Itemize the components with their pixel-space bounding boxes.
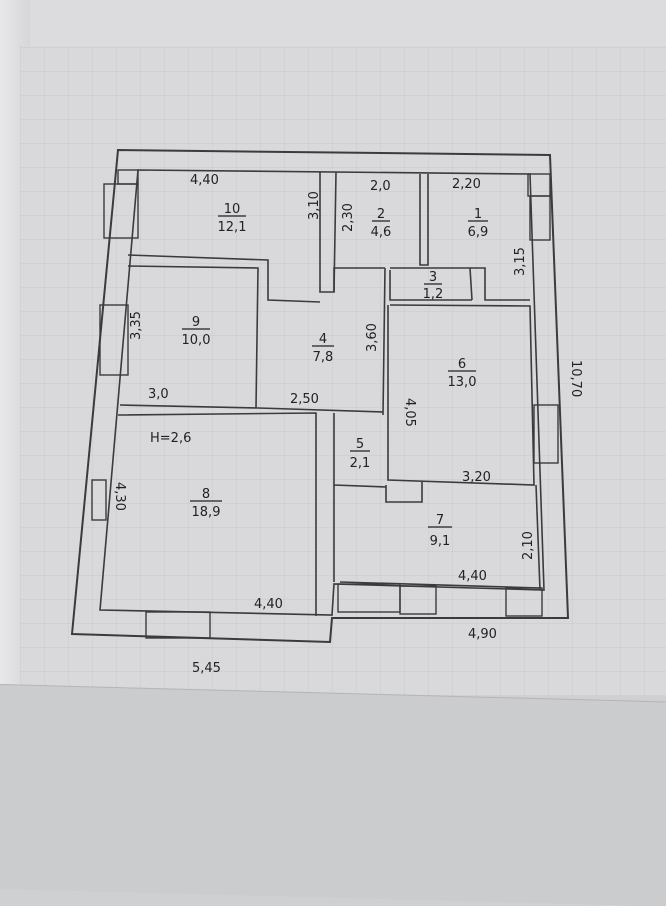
door-6-7 — [385, 482, 423, 503]
wall-2-bottom — [333, 267, 385, 292]
wall-7-bottom — [339, 581, 541, 589]
room-9-label: 9 10,0 — [182, 315, 211, 348]
wall-10-2 — [319, 171, 337, 293]
room-5-label: 5 2,1 — [350, 437, 371, 471]
room-area: 1,2 — [423, 287, 444, 302]
room-number: 2 — [377, 207, 385, 222]
window-left-upper — [103, 183, 139, 239]
window-top-left — [117, 169, 139, 185]
window-left-lower — [91, 479, 107, 521]
room-number: 7 — [436, 513, 444, 528]
wall-2-1 — [419, 174, 429, 266]
dim-room2-height: 2,30 — [341, 203, 356, 232]
room-3-label: 3 1,2 — [423, 270, 444, 302]
dim-room6-width: 3,20 — [462, 470, 491, 485]
room-6-label: 6 13,0 — [448, 357, 477, 390]
dim-room9-width: 3,0 — [148, 387, 169, 402]
window-right-lower — [533, 404, 559, 464]
room-area: 10,0 — [182, 333, 211, 348]
room-number: 1 — [474, 207, 482, 222]
wall-10-9 — [127, 254, 321, 303]
dim-room2-width: 2,0 — [370, 179, 391, 194]
dim-left-total-width: 5,45 — [192, 661, 221, 676]
room-area: 12,1 — [218, 220, 247, 235]
dim-room10-height: 3,10 — [307, 191, 322, 220]
room-number: 9 — [192, 315, 200, 330]
wall-9-8 — [119, 404, 384, 413]
room-area: 9,1 — [430, 534, 451, 549]
dim-room8-width: 4,40 — [254, 597, 283, 612]
window-bottom-right-a — [337, 583, 401, 613]
dim-room1-width: 2,20 — [452, 177, 481, 192]
room-area: 4,6 — [371, 225, 392, 240]
partitions — [117, 171, 541, 616]
room-6-outline — [387, 304, 535, 486]
room-number: 6 — [458, 357, 466, 372]
room-labels: 10 12,1 2 4,6 1 6,9 3 1,2 9 10,0 4 7,8 — [182, 202, 489, 549]
room-4-label: 4 7,8 — [312, 332, 334, 365]
dim-room8-height: 4,30 — [112, 482, 127, 511]
room-8-right — [117, 412, 317, 616]
room-area: 7,8 — [313, 350, 334, 365]
windows — [91, 169, 559, 639]
dim-total-height: 10,70 — [568, 360, 583, 397]
room-1-label: 1 6,9 — [468, 207, 489, 240]
room-number: 5 — [356, 437, 364, 452]
wall-4-6 — [382, 267, 386, 416]
dim-room7-height: 2,10 — [521, 531, 536, 560]
window-bottom-right-b — [399, 585, 437, 615]
dimension-labels: 4,40 3,10 2,0 2,30 2,20 3,15 3,35 3,60 3… — [112, 173, 583, 676]
room-2-label: 2 4,6 — [371, 207, 392, 240]
dim-room4-height: 3,60 — [365, 323, 380, 352]
wall-9-inner — [127, 265, 259, 409]
room-number: 3 — [429, 270, 437, 285]
wall-7-right — [535, 484, 541, 591]
dim-right-total-width: 4,90 — [468, 627, 497, 642]
dim-room1-height: 3,15 — [513, 247, 528, 276]
dim-ceiling-height: H=2,6 — [150, 431, 191, 446]
window-left-mid — [99, 304, 129, 376]
window-bottom-right-c — [505, 587, 543, 617]
outer-wall-outline — [70, 148, 570, 644]
window-bottom-left — [145, 611, 211, 639]
room-8-label: 8 18,9 — [190, 487, 222, 520]
room-number: 10 — [224, 202, 241, 217]
dim-room9-height: 3,35 — [129, 311, 144, 340]
room-number: 8 — [202, 487, 210, 502]
dim-room7-width: 4,40 — [458, 569, 487, 584]
dim-room4-width: 2,50 — [290, 392, 319, 407]
wall-1-bottom — [470, 267, 530, 301]
dim-room6-height: 4,05 — [402, 398, 417, 427]
room-area: 6,9 — [468, 225, 489, 240]
room-area: 2,1 — [350, 456, 371, 471]
room-area: 18,9 — [192, 505, 221, 520]
paper-top-sheet — [30, 0, 666, 47]
room-area: 13,0 — [448, 375, 477, 390]
room-number: 4 — [319, 332, 327, 347]
room-7-label: 7 9,1 — [428, 513, 452, 549]
wall-3 — [389, 270, 472, 301]
window-right-upper — [529, 195, 551, 241]
room-10-label: 10 12,1 — [218, 202, 247, 235]
dim-room10-width: 4,40 — [190, 173, 219, 188]
